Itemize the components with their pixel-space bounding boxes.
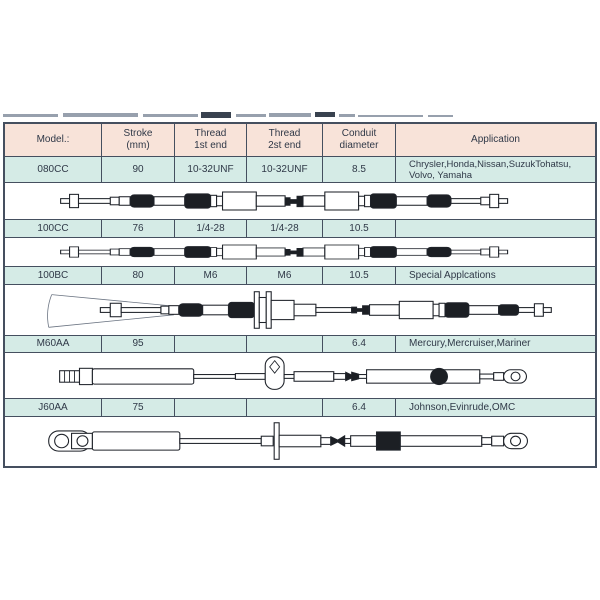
cable-drawing-100bc (5, 284, 595, 335)
cable-illustration-icon (48, 422, 529, 460)
thread2-cell: 1/4-28 (247, 220, 323, 237)
thread2-cell (247, 336, 323, 352)
conduit-cell: 10.5 (323, 267, 396, 284)
header-cell-thread1: Thread 1st end (175, 124, 247, 156)
conduit-cell: 6.4 (323, 399, 396, 416)
table-row-100bc: 100BC 80 M6 M6 10.5 Special Applcations (5, 266, 595, 284)
conduit-cell: 10.5 (323, 220, 396, 237)
header-conduit-label: Conduit (341, 128, 377, 139)
application-cell: Johnson,Evinrude,OMC (409, 401, 516, 413)
cable-illustration-icon (47, 291, 552, 329)
header-conduit-sub: diameter (339, 140, 379, 151)
header-thread1-label: Thread (194, 128, 227, 139)
header-application-label: Application (471, 134, 520, 145)
cable-spec-table: Model.: Stroke (mm) Thread 1st end Threa… (3, 122, 597, 468)
thread2-cell: M6 (247, 267, 323, 284)
cable-illustration-icon (60, 244, 509, 260)
application-cell (396, 220, 595, 237)
stroke-cell: 80 (102, 267, 175, 284)
cable-drawing-j60aa (5, 416, 595, 466)
table-row-j60aa: J60AA 75 6.4 Johnson,Evinrude,OMC (5, 398, 595, 416)
table-row-100cc: 100CC 76 1/4-28 1/4-28 10.5 (5, 219, 595, 237)
thread1-cell: 10-32UNF (175, 157, 247, 182)
cable-illustration-icon (59, 356, 528, 390)
cable-drawing-080cc (5, 182, 595, 219)
thread1-cell (175, 336, 247, 352)
model-cell: M60AA (5, 336, 102, 352)
header-cell-application: Application (396, 124, 595, 156)
conduit-cell: 6.4 (323, 336, 396, 352)
header-cell-model: Model.: (5, 124, 102, 156)
stroke-cell: 95 (102, 336, 175, 352)
model-cell: J60AA (5, 399, 102, 416)
application-cell: Chrysler,Honda,Nissan,SuzukTohatsu, Volv… (409, 158, 572, 181)
stroke-cell: 76 (102, 220, 175, 237)
thread2-cell: 10-32UNF (247, 157, 323, 182)
header-stroke-label: Stroke (123, 128, 153, 139)
header-thread2-label: Thread (268, 128, 301, 139)
header-thread1-sub: 1st end (194, 140, 227, 151)
header-model-label: Model.: (36, 134, 70, 145)
thread1-cell: 1/4-28 (175, 220, 247, 237)
stroke-cell: 90 (102, 157, 175, 182)
header-thread2-sub: 2st end (268, 140, 301, 151)
table-row-m60aa: M60AA 95 6.4 Mercury,Mercruiser,Mariner (5, 335, 595, 352)
thread2-cell (247, 399, 323, 416)
header-cell-conduit: Conduit diameter (323, 124, 396, 156)
model-cell: 100CC (5, 220, 102, 237)
header-cell-stroke: Stroke (mm) (102, 124, 175, 156)
cable-drawing-100cc (5, 237, 595, 266)
clipped-drawing-fragment (3, 112, 453, 118)
table-header-row: Model.: Stroke (mm) Thread 1st end Threa… (5, 124, 595, 156)
stroke-cell: 75 (102, 399, 175, 416)
model-cell: 080CC (5, 157, 102, 182)
header-cell-thread2: Thread 2st end (247, 124, 323, 156)
thread1-cell (175, 399, 247, 416)
application-cell: Mercury,Mercruiser,Mariner (409, 338, 531, 349)
header-stroke-unit: (mm) (126, 140, 150, 151)
cable-drawing-m60aa (5, 352, 595, 398)
cable-illustration-icon (60, 191, 509, 211)
model-cell: 100BC (5, 267, 102, 284)
thread1-cell: M6 (175, 267, 247, 284)
application-cell: Special Applcations (409, 269, 496, 281)
conduit-cell: 8.5 (323, 157, 396, 182)
table-row-080cc: 080CC 90 10-32UNF 10-32UNF 8.5 Chrysler,… (5, 156, 595, 182)
